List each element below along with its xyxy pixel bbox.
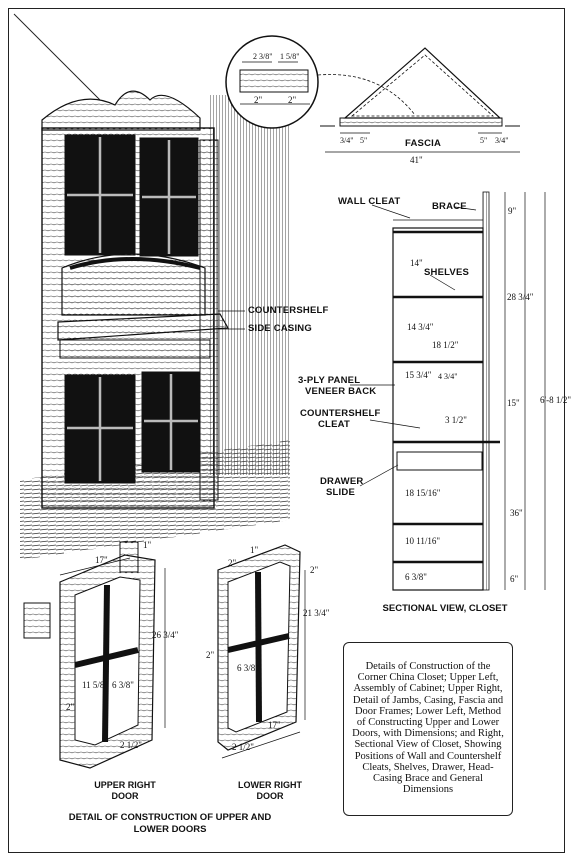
label-fascia: FASCIA [405, 138, 442, 149]
page-border [8, 8, 565, 853]
dim-fascia-right-a: 5" [480, 136, 488, 145]
dim-ud-11: 11 5/8" [82, 680, 109, 690]
dim-ld-1: 1" [250, 545, 259, 555]
dim-ud-1: 1" [143, 540, 152, 550]
dim-ld-21: 21 3/4" [303, 608, 330, 618]
dim-fascia-left-b: 5" [360, 136, 368, 145]
dim-sect-18b: 18 15/16" [405, 488, 441, 498]
pediment [41, 90, 201, 131]
fascia-diagram [320, 47, 520, 153]
dim-ud-17: 17" [95, 555, 108, 565]
dim-ud-26: 26 3/4" [152, 630, 179, 640]
dim-sect-total: 6'-8 1/2" [540, 395, 572, 405]
dim-sect-15b: 15" [507, 398, 520, 408]
dim-fascia-right-b: 3/4" [495, 136, 509, 145]
dim-detail-bottom-a: 2" [254, 95, 263, 105]
caption-sectional-view: SECTIONAL VIEW, CLOSET [382, 603, 508, 614]
dim-ld-2b: 2" [310, 565, 319, 575]
dim-fascia-left-a: 3/4" [340, 136, 354, 145]
countershelf-board [57, 313, 229, 341]
dim-sect-6b: 6" [510, 574, 519, 584]
label-side-casing: SIDE CASING [248, 323, 312, 334]
dim-sect-28: 28 3/4" [507, 292, 534, 302]
wall-shading [210, 95, 290, 475]
arch-opening [61, 253, 206, 316]
label-drawer-slide-1: DRAWER [320, 476, 364, 487]
label-countershelf: COUNTERSHELF [248, 305, 329, 316]
dim-ud-6: 6 3/8" [112, 680, 134, 690]
dim-sect-10: 10 11/16" [405, 536, 441, 546]
dim-ud-2b: 2 1/2" [120, 740, 142, 750]
sectional-view [350, 191, 546, 591]
description-text: Details of Construction of the Corner Ch… [352, 661, 504, 796]
cabinet-illustration [13, 13, 290, 560]
dim-fascia-width: 41" [410, 155, 423, 165]
drawer-front [59, 339, 211, 359]
label-veneer-back-1: 3-PLY PANEL [298, 375, 361, 386]
jamb-detail-circle [225, 35, 416, 129]
dim-sect-3: 3 1/2" [445, 415, 467, 425]
caption-upper-door-line1: UPPER RIGHT [94, 780, 156, 790]
caption-detail-line1: DETAIL OF CONSTRUCTION OF UPPER AND [68, 812, 272, 823]
label-brace: BRACE [432, 201, 467, 212]
dim-sect-15: 15 3/4" [405, 370, 432, 380]
caption-upper-door-line2: DOOR [111, 791, 139, 801]
upper-door-detail [23, 541, 166, 769]
label-wall-cleat: WALL CLEAT [338, 196, 401, 207]
description-box: Details of Construction of the Corner Ch… [343, 642, 513, 816]
lower-door-detail [217, 544, 306, 759]
dim-sect-434: 4 3/4" [438, 372, 458, 381]
label-countershelf-cleat-1: COUNTERSHELF [300, 408, 381, 419]
dim-sect-18: 18 1/2" [432, 340, 459, 350]
dim-sect-14b: 14 3/4" [407, 322, 434, 332]
label-drawer-slide-2: SLIDE [326, 487, 355, 498]
dim-sect-9: 9" [508, 206, 517, 216]
dim-detail-bottom-b: 2" [288, 95, 297, 105]
dim-detail-top-b: 1 5/8" [280, 52, 300, 61]
dim-ld-2d: 2" [206, 650, 215, 660]
dim-ud-2: 2" [66, 702, 75, 712]
joint-block [23, 602, 51, 639]
dim-sect-14: 14" [410, 258, 423, 268]
label-veneer-back-2: VENEER BACK [305, 386, 377, 397]
caption-lower-door-line1: LOWER RIGHT [238, 780, 302, 790]
dim-ld-2a: 2" [228, 558, 237, 568]
dim-sect-6: 6 3/8" [405, 572, 427, 582]
dim-sect-36: 36" [510, 508, 523, 518]
dim-ld-17: 17" [268, 720, 281, 730]
dim-detail-top-a: 2 3/8" [253, 52, 273, 61]
label-countershelf-cleat-2: CLEAT [318, 419, 350, 430]
caption-detail-line2: LOWER DOORS [133, 824, 207, 835]
dim-ld-2c: 2 1/2" [232, 742, 254, 752]
label-shelves: SHELVES [424, 267, 470, 278]
caption-lower-door-line2: DOOR [256, 791, 284, 801]
dim-ld-6: 6 3/8" [237, 663, 259, 673]
